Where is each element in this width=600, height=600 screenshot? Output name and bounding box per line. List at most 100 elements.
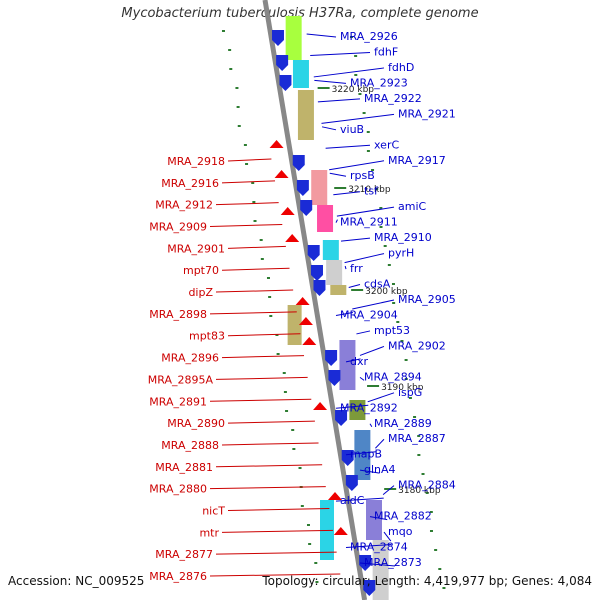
forward-gene-label: mpt53	[374, 324, 410, 337]
forward-gene-leader	[310, 51, 371, 56]
guide-dot	[429, 511, 433, 513]
forward-gene-label: MRA_2882	[374, 510, 432, 523]
gene-block	[372, 540, 389, 600]
scale-label: 3220 kbp	[332, 85, 375, 95]
reverse-gene-label: MRA_2888	[161, 439, 219, 452]
reverse-gene-label: MRA_2898	[149, 308, 207, 321]
forward-gene-arrow	[363, 580, 376, 596]
forward-gene-label: MRA_2874	[350, 541, 408, 554]
guide-dot	[237, 125, 241, 127]
reverse-gene-arrow	[333, 527, 348, 535]
reverse-gene-leader	[209, 224, 283, 228]
forward-gene-leader	[314, 79, 347, 84]
forward-gene-label: MRA_2902	[388, 339, 446, 352]
gene-block	[349, 400, 366, 420]
forward-gene-leader	[306, 33, 337, 38]
guide-dot	[228, 49, 232, 51]
forward-gene-leader	[336, 206, 395, 217]
guide-dot	[383, 245, 387, 247]
reverse-gene-leader	[209, 486, 326, 490]
forward-gene-label: amiC	[398, 200, 427, 213]
reverse-gene-leader	[227, 333, 301, 337]
forward-gene-arrow	[296, 180, 309, 196]
reverse-gene-label: MRA_2881	[155, 461, 213, 474]
guide-dot	[442, 587, 446, 589]
guide-dot	[285, 410, 289, 412]
forward-gene-leader	[329, 172, 347, 177]
guide-dot	[379, 226, 383, 228]
guide-dot	[375, 188, 379, 190]
forward-gene-leader	[317, 98, 361, 103]
forward-gene-arrow	[313, 280, 326, 296]
guide-dot	[260, 258, 264, 260]
guide-dot	[259, 239, 263, 241]
forward-gene-leader	[359, 562, 395, 567]
forward-gene-label: cdsA	[364, 278, 391, 291]
guide-dot	[417, 454, 421, 456]
guide-dot	[413, 416, 417, 418]
forward-gene-label: MRA_2926	[340, 30, 398, 43]
forward-gene-leader	[367, 392, 395, 403]
forward-gene-leader	[359, 376, 365, 381]
map-title: Mycobacterium tuberculosis H37Ra, comple…	[121, 6, 479, 21]
guide-dot	[275, 334, 279, 336]
guide-dot	[366, 131, 370, 133]
reverse-gene-leader	[209, 398, 312, 402]
scale-label: 3210 kbp	[348, 185, 391, 195]
guide-dot	[221, 30, 225, 32]
forward-gene-label: frr	[350, 262, 363, 275]
reverse-gene-arrow	[328, 492, 342, 500]
forward-gene-leader	[321, 126, 337, 131]
forward-gene-leader	[345, 358, 361, 363]
forward-gene-leader	[313, 67, 385, 78]
forward-gene-label: MRA_2911	[340, 216, 398, 229]
gene-block	[311, 170, 328, 205]
forward-gene-leader	[333, 191, 361, 196]
forward-gene-label: viuB	[340, 123, 364, 136]
guide-dot	[308, 543, 312, 545]
guide-dot	[268, 296, 272, 298]
reverse-gene-leader	[215, 551, 337, 555]
forward-gene-leader	[335, 497, 384, 502]
guide-dot	[429, 530, 433, 532]
gene-block	[366, 500, 382, 540]
guide-dot	[379, 207, 383, 209]
forward-gene-label: MRA_2887	[388, 432, 446, 445]
reverse-gene-leader	[221, 442, 319, 446]
reverse-gene-leader	[221, 267, 290, 271]
guide-dot	[266, 277, 270, 279]
guide-dot	[425, 492, 429, 494]
forward-gene-arrow	[279, 75, 292, 91]
forward-gene-leader	[369, 423, 373, 428]
forward-gene-label: aldC	[340, 494, 365, 507]
guide-dot	[392, 302, 396, 304]
forward-gene-leader	[359, 345, 385, 356]
guide-dot	[298, 467, 302, 469]
reverse-gene-leader	[215, 376, 308, 380]
forward-gene-arrow	[325, 350, 338, 366]
forward-gene-arrow	[345, 475, 358, 491]
reverse-gene-label: mtr	[199, 526, 219, 539]
guide-dot	[404, 359, 408, 361]
guide-dot	[408, 397, 412, 399]
reverse-gene-label: MRA_2880	[149, 483, 207, 496]
reverse-gene-label: MRA_2912	[155, 199, 213, 212]
forward-gene-arrow	[276, 55, 289, 71]
gene-block	[285, 16, 302, 60]
forward-gene-label: MRA_2894	[364, 370, 422, 383]
forward-gene-label: xerC	[374, 138, 399, 151]
reverse-gene-arrow	[274, 170, 289, 178]
reverse-gene-label: mpt83	[189, 330, 225, 343]
guide-dot	[314, 562, 318, 564]
forward-gene-leader	[352, 299, 395, 310]
forward-gene-label: MRA_2921	[398, 107, 456, 120]
reverse-gene-leader	[221, 180, 276, 184]
reverse-gene-label: MRA_2895A	[148, 373, 214, 386]
guide-dot	[438, 568, 442, 570]
scale-label: 3190 kbp	[381, 383, 424, 393]
gene-block	[354, 430, 371, 480]
guide-dot	[300, 505, 304, 507]
forward-gene-leader	[325, 144, 371, 149]
guide-dot	[269, 315, 273, 317]
